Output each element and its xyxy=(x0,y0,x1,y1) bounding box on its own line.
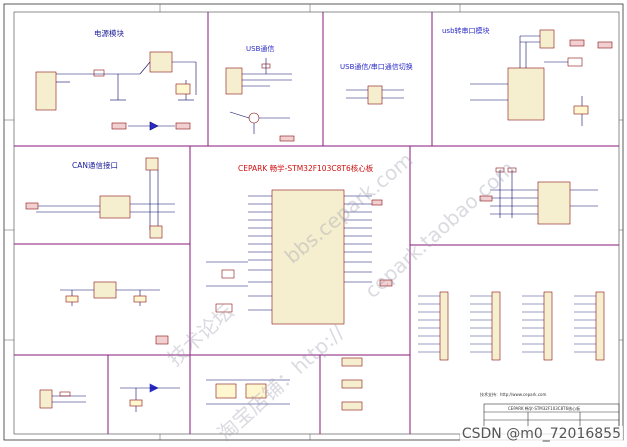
border-ticks xyxy=(4,4,623,440)
usb-serial-module xyxy=(470,29,613,126)
stm32-pins-right xyxy=(344,195,372,283)
power-module xyxy=(35,51,197,131)
inner-border xyxy=(13,11,620,435)
usb-net-box xyxy=(279,135,295,142)
website-text: 技术支持：http://www.cepark.com xyxy=(480,392,547,397)
csdn-footer-watermark: CSDN @m0_72016855 xyxy=(459,426,623,442)
section-dividers xyxy=(14,12,619,434)
ch340-ic xyxy=(507,67,545,121)
stm32-pins-left xyxy=(248,195,272,311)
can-connector-2 xyxy=(149,225,163,239)
can-connector-1 xyxy=(145,157,159,171)
switch-module xyxy=(346,85,404,105)
usb-mini-connector xyxy=(539,29,555,49)
stm32-core xyxy=(155,189,393,345)
pin-header-1 xyxy=(439,291,449,361)
pin-header-4 xyxy=(595,291,605,361)
power-cap xyxy=(175,83,191,95)
boot-header xyxy=(537,181,571,225)
title-block-text: CEPARK 畅学-STM32F103C8T6核心板 xyxy=(508,406,581,411)
pin-headers xyxy=(439,291,605,361)
stm32-chip xyxy=(271,189,345,325)
switch-header xyxy=(367,85,383,105)
boot-header-module xyxy=(479,167,598,225)
ldo-ic xyxy=(93,281,117,299)
regulator-ic xyxy=(149,51,173,73)
usb-module xyxy=(225,58,295,142)
power-connector xyxy=(35,71,57,111)
switch-module-title: USB通信/串口通信切换 xyxy=(340,63,413,71)
power-led xyxy=(149,121,159,131)
gnd-label-box xyxy=(175,122,191,130)
bottom-connector xyxy=(39,389,53,409)
bottom-left-circuits xyxy=(39,357,363,412)
usb-serial-title: usb转串口模块 xyxy=(442,27,490,35)
usb-transistor xyxy=(248,112,260,124)
fuse xyxy=(93,69,105,77)
osc-crystal xyxy=(221,269,235,279)
pin-header-2 xyxy=(491,291,501,361)
can-module-title: CAN通信接口 xyxy=(72,161,118,170)
ldo-module xyxy=(60,281,160,306)
core-board-title: CEPARK 畅学-STM32F103C8T6核心板 xyxy=(238,164,374,173)
outer-border xyxy=(3,3,624,441)
usb-module-title: USB通信 xyxy=(246,45,275,53)
pin-header-lines xyxy=(418,295,596,353)
usb-connector xyxy=(225,67,243,95)
reset-switch xyxy=(215,303,233,313)
can-module xyxy=(25,157,175,239)
vcc-label-box xyxy=(111,122,127,130)
crystal xyxy=(567,57,583,67)
pin-header-3 xyxy=(543,291,553,361)
power-module-title: 电源模块 xyxy=(94,29,124,38)
can-transceiver xyxy=(99,195,131,219)
serial-cap xyxy=(573,105,589,115)
